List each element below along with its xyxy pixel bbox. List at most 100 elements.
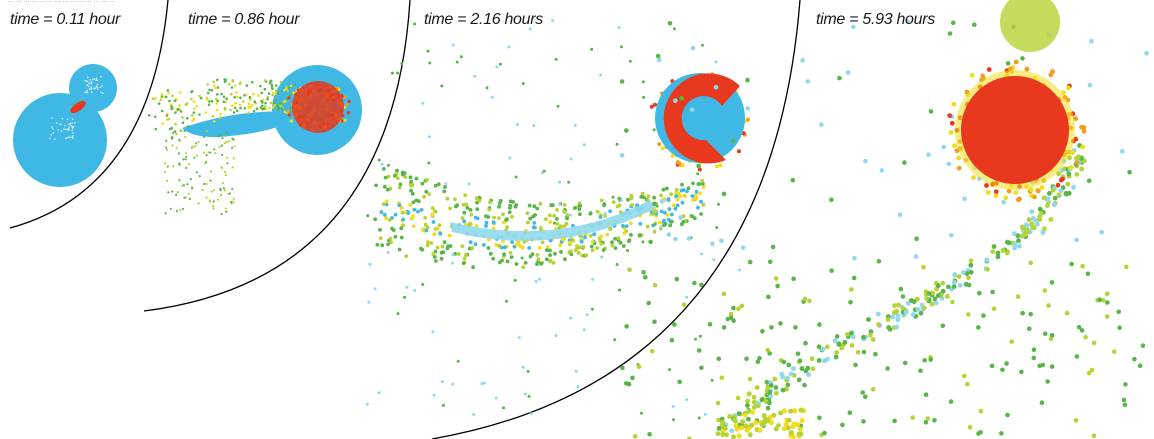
debris-particle: [1046, 303, 1051, 308]
debris-particle: [50, 134, 53, 136]
debris-particle: [181, 121, 185, 124]
debris-particle: [602, 202, 607, 206]
debris-particle: [397, 203, 402, 208]
debris-particle: [239, 81, 242, 84]
debris-particle: [624, 381, 629, 386]
debris-particle: [746, 391, 752, 397]
debris-particle: [1048, 217, 1054, 222]
debris-particle: [244, 93, 248, 97]
debris-particle: [512, 244, 517, 249]
debris-particle: [219, 112, 222, 116]
debris-particle: [431, 252, 436, 256]
debris-particle: [497, 216, 501, 220]
debris-particle: [699, 212, 703, 216]
debris-particle: [1104, 314, 1110, 319]
debris-particle: [913, 254, 919, 259]
debris-particle: [636, 364, 642, 370]
debris-particle: [921, 265, 926, 270]
debris-particle: [940, 288, 946, 294]
debris-particle: [579, 239, 584, 244]
debris-particle: [746, 416, 751, 422]
debris-particle: [570, 237, 575, 242]
debris-particle: [368, 262, 372, 266]
debris-particle: [626, 197, 630, 202]
debris-particle: [660, 146, 665, 151]
debris-particle: [1117, 325, 1122, 331]
debris-particle: [641, 270, 646, 275]
debris-particle: [993, 189, 999, 195]
debris-particle: [419, 208, 424, 212]
debris-particle: [1058, 177, 1064, 183]
debris-particle: [805, 79, 811, 84]
debris-particle: [190, 186, 194, 189]
debris-particle: [210, 89, 214, 92]
debris-particle: [902, 160, 907, 165]
debris-particle: [947, 31, 953, 36]
debris-particle: [773, 276, 779, 281]
debris-particle: [652, 201, 657, 206]
debris-particle: [477, 198, 482, 203]
debris-particle: [765, 405, 771, 411]
debris-particle: [428, 61, 432, 65]
debris-particle: [1089, 367, 1095, 373]
debris-particle: [965, 381, 970, 387]
debris-particle: [215, 78, 219, 82]
debris-particle: [379, 210, 384, 215]
debris-particle: [1049, 333, 1055, 338]
debris-particle: [1045, 379, 1050, 384]
debris-particle: [918, 368, 923, 374]
debris-particle: [590, 307, 594, 311]
debris-particle: [406, 211, 411, 215]
debris-particle: [100, 75, 102, 78]
debris-particle: [655, 53, 661, 59]
debris-particle: [940, 280, 946, 286]
debris-particle: [181, 116, 184, 119]
debris-particle: [1022, 231, 1028, 237]
debris-particle: [619, 152, 625, 158]
debris-particle: [590, 239, 595, 244]
debris-particle: [767, 400, 772, 406]
debris-particle: [220, 212, 223, 216]
debris-particle: [1074, 172, 1080, 177]
debris-particle: [781, 426, 787, 432]
debris-particle: [527, 246, 532, 250]
debris-particle: [159, 98, 162, 101]
debris-particle: [396, 312, 400, 316]
debris-particle: [657, 142, 662, 147]
debris-particle: [802, 296, 808, 302]
debris-particle: [632, 434, 638, 439]
debris-particle: [421, 283, 425, 286]
debris-particle: [605, 232, 610, 237]
debris-particle: [598, 215, 603, 219]
debris-particle: [153, 115, 157, 119]
debris-particle: [91, 78, 94, 81]
debris-particle: [675, 203, 680, 208]
debris-particle: [508, 203, 513, 208]
debris-particle: [223, 108, 227, 111]
debris-particle: [255, 107, 259, 110]
debris-particle: [367, 300, 371, 304]
debris-particle: [629, 196, 633, 201]
debris-particle: [581, 236, 585, 240]
debris-particle: [66, 118, 69, 120]
debris-particle: [222, 95, 226, 99]
debris-particle: [1017, 243, 1022, 249]
debris-particle: [287, 113, 291, 117]
debris-particle: [845, 70, 851, 75]
debris-particle: [1028, 187, 1034, 193]
debris-particle: [588, 211, 593, 216]
debris-particle: [494, 396, 498, 400]
debris-particle: [712, 258, 716, 262]
debris-particle: [243, 107, 247, 110]
debris-particle: [69, 136, 71, 139]
debris-particle: [870, 387, 876, 392]
debris-particle: [1026, 217, 1032, 223]
debris-particle: [90, 82, 92, 84]
debris-particle: [718, 163, 723, 168]
debris-particle: [257, 94, 261, 97]
debris-particle: [231, 104, 234, 107]
debris-particle: [293, 83, 297, 86]
debris-particle: [238, 103, 242, 107]
debris-particle: [668, 368, 671, 372]
debris-particle: [174, 111, 177, 114]
